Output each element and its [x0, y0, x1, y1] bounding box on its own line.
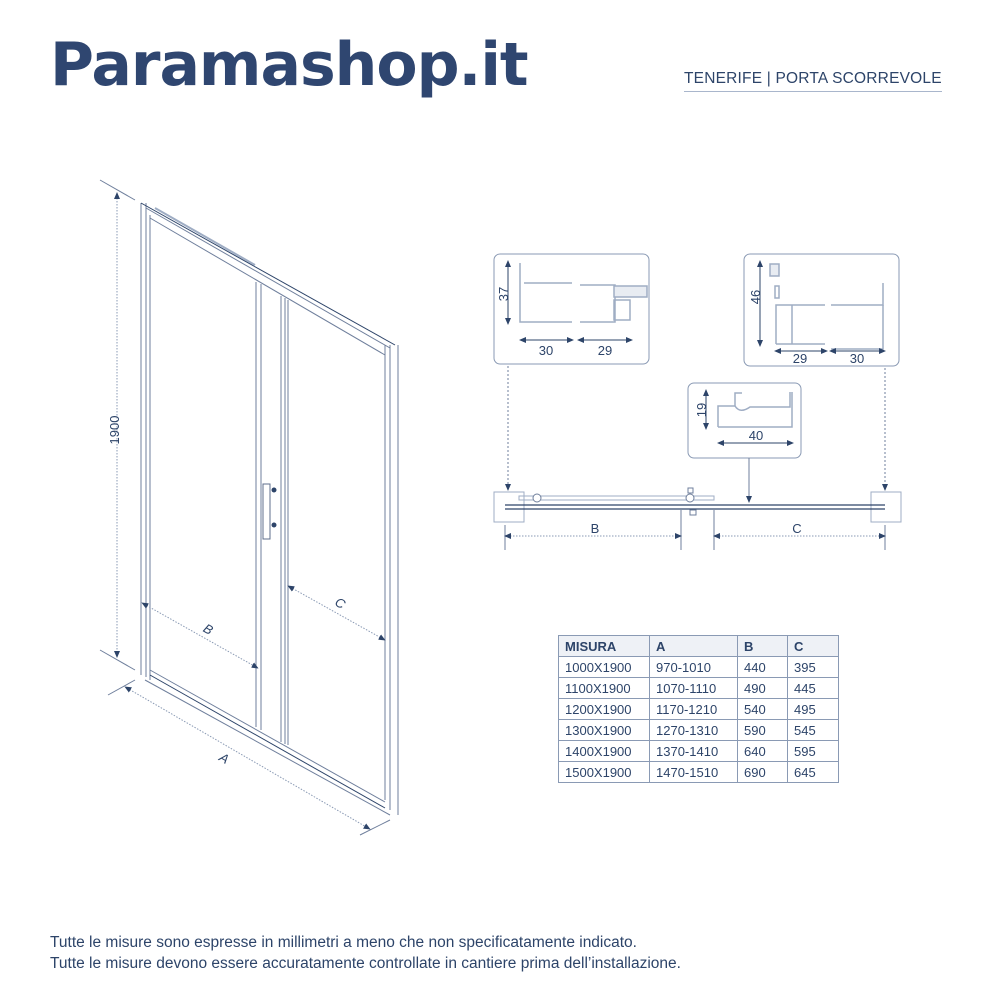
dim-30b: 30	[850, 351, 864, 366]
brand-logo: Paramashop.it	[50, 30, 529, 100]
cell: 640	[737, 740, 788, 762]
table-row: 1300X1900 1270-1310 590 545	[558, 719, 839, 741]
plan-c-label: C	[792, 521, 801, 536]
cell: 1070-1110	[649, 677, 738, 699]
size-table: MISURA A B C 1000X1900 970-1010 440 395 …	[558, 635, 839, 783]
cell: 690	[737, 761, 788, 783]
cell: 595	[787, 740, 839, 762]
cell: 440	[737, 656, 788, 678]
cell: 490	[737, 677, 788, 699]
cell: 1500X1900	[558, 761, 650, 783]
cell: 1200X1900	[558, 698, 650, 720]
profile-detail-center: 19 40	[687, 382, 802, 459]
cell: 590	[737, 719, 788, 741]
col-c: C	[787, 635, 839, 657]
cell: 1400X1900	[558, 740, 650, 762]
table-row: 1200X1900 1170-1210 540 495	[558, 698, 839, 720]
panel-c-dimension: C	[287, 585, 386, 641]
product-subtitle: TENERIFE | PORTA SCORREVOLE	[684, 70, 942, 92]
profile-detail-left: 37 30 29	[493, 253, 650, 365]
profile-detail-right: 46 29 30	[743, 253, 900, 367]
cell: 395	[787, 656, 839, 678]
plan-b-label: B	[591, 521, 600, 536]
cell: 545	[787, 719, 839, 741]
cell: 1270-1310	[649, 719, 738, 741]
plan-view: B C	[493, 487, 902, 550]
height-label: 1900	[107, 416, 122, 445]
table-row: 1000X1900 970-1010 440 395	[558, 656, 839, 678]
col-a: A	[649, 635, 738, 657]
col-b: B	[737, 635, 788, 657]
cell: 1170-1210	[649, 698, 738, 720]
cell: 1300X1900	[558, 719, 650, 741]
dim-30: 30	[539, 343, 553, 358]
cell: 495	[787, 698, 839, 720]
width-a-label: A	[216, 749, 232, 767]
height-dimension: 1900	[99, 179, 136, 671]
panel-b-dimension: B	[141, 602, 259, 669]
table-header-row: MISURA A B C	[558, 635, 839, 657]
note-line-1: Tutte le misure sono espresse in millime…	[50, 934, 637, 951]
cell: 1370-1410	[649, 740, 738, 762]
cell: 1000X1900	[558, 656, 650, 678]
dim-46: 46	[748, 290, 763, 304]
cell: 1100X1900	[558, 677, 650, 699]
width-a-dimension: A	[107, 679, 391, 836]
table-row: 1100X1900 1070-1110 490 445	[558, 677, 839, 699]
dim-19: 19	[694, 403, 709, 417]
dim-37: 37	[496, 287, 511, 301]
dim-29: 29	[598, 343, 612, 358]
isometric-door-view	[140, 202, 399, 816]
col-misura: MISURA	[558, 635, 650, 657]
table-row: 1500X1900 1470-1510 690 645	[558, 761, 839, 783]
panel-c-label: C	[332, 594, 348, 612]
cell: 645	[787, 761, 839, 783]
dim-40: 40	[749, 428, 763, 443]
panel-b-label: B	[201, 620, 216, 637]
footer-notes: Tutte le misure sono espresse in millime…	[50, 932, 681, 974]
note-line-2: Tutte le misure devono essere accuratame…	[50, 955, 681, 972]
cell: 1470-1510	[649, 761, 738, 783]
dim-29b: 29	[793, 351, 807, 366]
cell: 445	[787, 677, 839, 699]
cell: 540	[737, 698, 788, 720]
table-row: 1400X1900 1370-1410 640 595	[558, 740, 839, 762]
cell: 970-1010	[649, 656, 738, 678]
